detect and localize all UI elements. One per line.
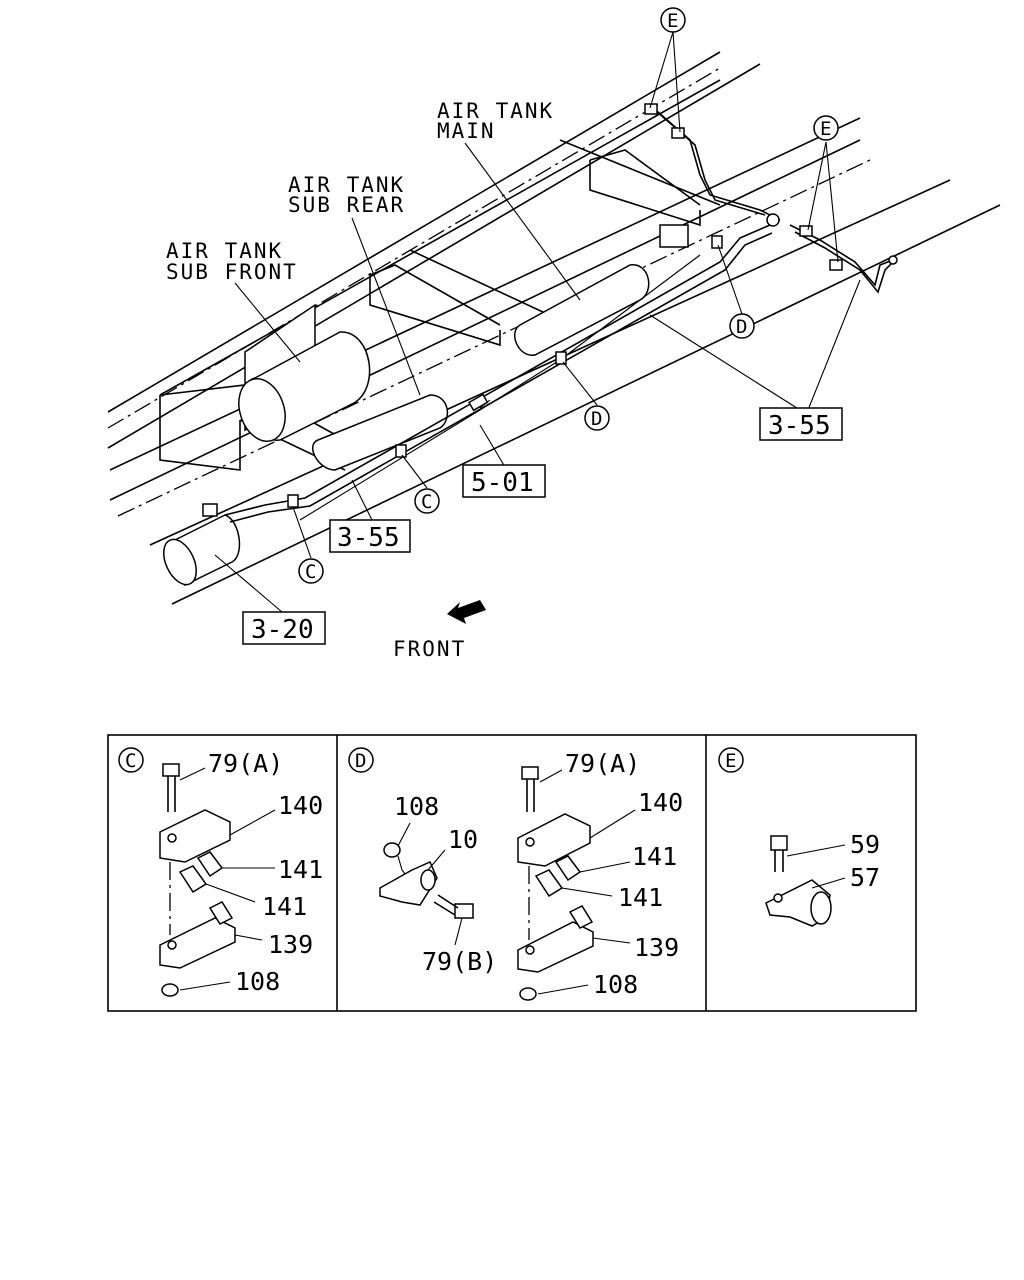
svg-text:3-20: 3-20 bbox=[251, 615, 314, 645]
panel-c-part-141a: 141 bbox=[278, 855, 323, 884]
svg-text:AIR TANK: AIR TANK bbox=[166, 239, 283, 263]
svg-text:AIR TANK: AIR TANK bbox=[437, 99, 554, 123]
svg-text:3-55: 3-55 bbox=[337, 523, 400, 553]
panel-e: E 59 57 bbox=[718, 747, 880, 927]
svg-text:5-01: 5-01 bbox=[471, 468, 534, 498]
callout-e-1: E bbox=[660, 7, 686, 33]
front-arrow-icon bbox=[447, 600, 486, 624]
panel-d-part-141a: 141 bbox=[632, 842, 677, 871]
panel-d-part-108a: 108 bbox=[394, 792, 439, 821]
panel-e-part-57: 57 bbox=[850, 863, 880, 892]
panel-e-part-59: 59 bbox=[850, 830, 880, 859]
svg-text:C: C bbox=[305, 561, 316, 583]
panel-d-part-79a: 79(A) bbox=[565, 749, 640, 778]
ref-box-3-20: 3-20 bbox=[242, 611, 326, 645]
panel-d-letter: D bbox=[355, 750, 366, 772]
leader-lines bbox=[214, 31, 861, 613]
panel-c: C 79(A) 140 141 141 139 108 bbox=[118, 747, 323, 997]
svg-text:3-55: 3-55 bbox=[768, 411, 831, 441]
ref-box-5-01: 5-01 bbox=[462, 464, 546, 498]
air-tanks bbox=[163, 264, 650, 587]
callout-c-1: C bbox=[414, 488, 440, 514]
brake-pipes bbox=[224, 103, 898, 523]
svg-text:SUB REAR: SUB REAR bbox=[288, 193, 405, 217]
svg-text:E: E bbox=[820, 118, 831, 140]
callout-c-2: C bbox=[298, 558, 324, 584]
svg-text:SUB FRONT: SUB FRONT bbox=[166, 260, 298, 284]
svg-text:C: C bbox=[421, 491, 432, 513]
svg-text:E: E bbox=[667, 10, 678, 32]
ref-box-3-55-lower: 3-55 bbox=[329, 519, 411, 553]
panel-e-letter: E bbox=[725, 750, 736, 772]
callout-d-2: D bbox=[584, 405, 610, 431]
panel-d-part-10: 10 bbox=[448, 825, 478, 854]
panel-d-part-79b: 79(B) bbox=[422, 947, 497, 976]
panel-c-letter: C bbox=[125, 750, 136, 772]
panel-c-part-141b: 141 bbox=[262, 892, 307, 921]
panel-d-part-141b: 141 bbox=[618, 883, 663, 912]
callout-e-2: E bbox=[813, 115, 839, 141]
front-label: FRONT bbox=[393, 637, 466, 661]
air-tank-sub-rear-label: AIR TANK SUB REAR bbox=[288, 173, 405, 217]
panel-c-part-108: 108 bbox=[235, 967, 280, 996]
svg-text:AIR TANK: AIR TANK bbox=[288, 173, 405, 197]
detail-panels bbox=[107, 734, 917, 1012]
panel-c-part-139: 139 bbox=[268, 930, 313, 959]
ref-box-3-55-upper: 3-55 bbox=[759, 407, 843, 441]
svg-text:D: D bbox=[736, 316, 747, 338]
panel-c-part-79a: 79(A) bbox=[208, 749, 283, 778]
panel-d: D 108 10 79(B) 79(A) 140 141 bbox=[348, 747, 683, 1001]
callout-d-1: D bbox=[729, 313, 755, 339]
svg-text:MAIN: MAIN bbox=[437, 119, 496, 143]
air-tank-sub-front-label: AIR TANK SUB FRONT bbox=[166, 239, 298, 284]
air-tank-main-label: AIR TANK MAIN bbox=[437, 99, 554, 143]
panel-d-part-140: 140 bbox=[638, 788, 683, 817]
svg-text:D: D bbox=[591, 408, 602, 430]
panel-d-part-139: 139 bbox=[634, 933, 679, 962]
panel-d-part-108b: 108 bbox=[593, 970, 638, 999]
panel-c-part-140: 140 bbox=[278, 791, 323, 820]
